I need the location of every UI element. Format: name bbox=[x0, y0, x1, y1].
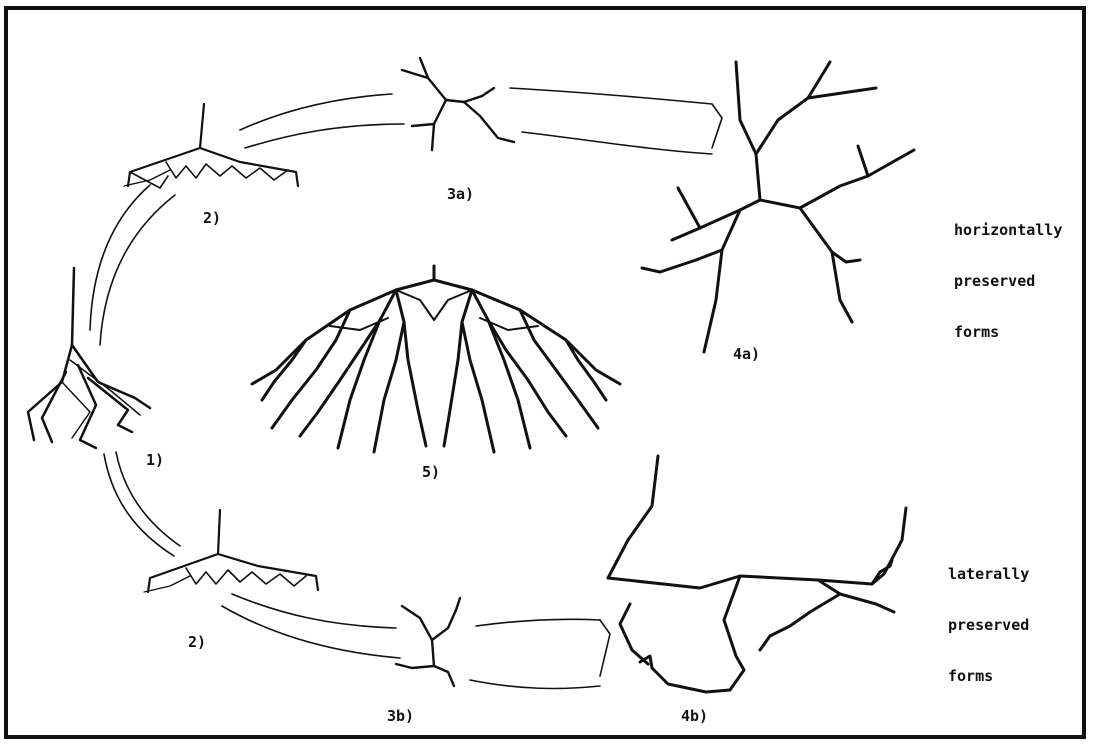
annotation-horizontal-line-1: horizontally bbox=[954, 222, 1062, 239]
specimen-3b bbox=[396, 598, 460, 686]
arc-3a-to-4a bbox=[510, 88, 722, 154]
label-stage-2-bottom: 2) bbox=[188, 634, 206, 651]
arc-1-to-2-bottom bbox=[104, 452, 180, 556]
label-stage-1: 1) bbox=[146, 452, 164, 469]
annotation-horizontal: horizontally preserved forms bbox=[954, 188, 1062, 375]
specimen-5 bbox=[252, 266, 620, 452]
specimen-3a bbox=[402, 58, 514, 150]
arc-1-to-2-top bbox=[90, 185, 175, 345]
arc-2-to-3a bbox=[240, 94, 404, 148]
label-stage-5: 5) bbox=[422, 464, 440, 481]
specimen-4b bbox=[608, 456, 906, 692]
label-stage-4a: 4a) bbox=[733, 346, 760, 363]
label-stage-3a: 3a) bbox=[447, 186, 474, 203]
annotation-lateral-line-3: forms bbox=[948, 668, 1029, 685]
specimen-2-bottom bbox=[144, 510, 318, 592]
arc-3b-to-4b bbox=[470, 619, 610, 688]
annotation-lateral-line-2: preserved bbox=[948, 617, 1029, 634]
label-stage-2-top: 2) bbox=[203, 210, 221, 227]
annotation-lateral: laterally preserved forms bbox=[948, 532, 1029, 719]
arc-2-to-3b bbox=[222, 594, 400, 658]
label-stage-4b: 4b) bbox=[681, 708, 708, 725]
annotation-lateral-line-1: laterally bbox=[948, 566, 1029, 583]
label-stage-3b: 3b) bbox=[387, 708, 414, 725]
specimen-1 bbox=[28, 268, 150, 448]
annotation-horizontal-line-2: preserved bbox=[954, 273, 1062, 290]
specimen-4a bbox=[642, 62, 914, 352]
annotation-horizontal-line-3: forms bbox=[954, 324, 1062, 341]
